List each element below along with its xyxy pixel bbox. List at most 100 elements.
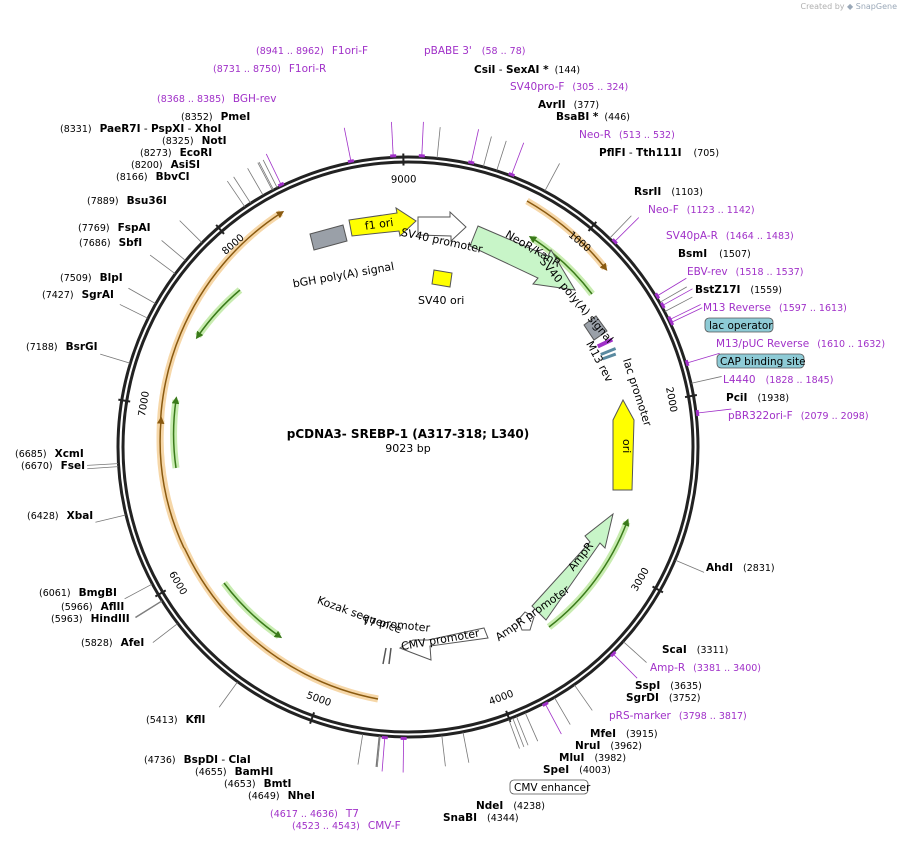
leader-site-34 xyxy=(162,240,186,260)
site-spei: SpeI(4003) xyxy=(543,764,611,776)
site-bspdi: (4736)BspDI - ClaI xyxy=(144,754,251,766)
brand-text: SnapGene xyxy=(856,2,897,11)
cmv-enhancer-label: CMV enhancer xyxy=(514,782,591,794)
primer-cmv-f: (4523 .. 4543)CMV-F xyxy=(292,820,401,832)
primer-neo-r: Neo-R(513 .. 532) xyxy=(579,129,675,141)
primer-t7: (4617 .. 4636)T7 xyxy=(270,808,359,820)
leader-site-33 xyxy=(150,255,175,274)
site-nhei: (4649)NheI xyxy=(248,790,315,802)
site-bsrgi: (7188)BsrGI xyxy=(26,341,98,353)
site-noti: (8325)NotI xyxy=(162,135,227,147)
label-bgh-polya: bGH poly(A) signal xyxy=(292,260,395,291)
label-kozak: Kozak sequence xyxy=(315,594,403,637)
primer-prs-marker: pRS-marker(3798 .. 3817) xyxy=(609,710,747,722)
leader-primer-8 xyxy=(662,289,693,306)
label-ori: ori xyxy=(620,439,633,453)
boxed-feature-labels: lac operator CAP binding site CMV enhanc… xyxy=(510,318,806,794)
site-sbfi: (7686)SbfI xyxy=(79,237,142,249)
tick-label-4000: 4000 xyxy=(488,689,516,708)
tick-label-1000: 1000 xyxy=(566,230,593,255)
leader-site-24 xyxy=(136,601,162,617)
site-sgrai: (7427)SgrAI xyxy=(42,289,114,301)
leader-site-26 xyxy=(125,584,152,599)
leader-site-4 xyxy=(610,216,632,238)
primer-amp-r: Amp-R(3381 .. 3400) xyxy=(650,662,761,674)
tick-label-6000: 6000 xyxy=(166,570,188,598)
leader-site-9 xyxy=(624,642,647,663)
site-bamhi: (4655)BamHI xyxy=(195,766,273,778)
leader-site-12 xyxy=(525,713,538,741)
site-bsu36i: (7889)Bsu36I xyxy=(87,195,167,207)
primer-f1ori-r: (8731 .. 8750)F1ori-R xyxy=(213,63,326,75)
site-bmgbi: (6061)BmgBI xyxy=(39,587,117,599)
site-asisi: (8200)AsiSI xyxy=(131,159,200,171)
leader-site-37 xyxy=(234,177,251,203)
leader-site-38 xyxy=(248,168,263,195)
site-bsabi: BsaBI *(446) xyxy=(556,111,630,123)
site-scai: ScaI(3311) xyxy=(662,644,728,656)
snapgene-logo-icon: ◆ xyxy=(847,2,853,11)
site-mfei: MfeI(3915) xyxy=(590,728,658,740)
site-ndei: NdeI(4238) xyxy=(476,800,545,812)
site-hindiii: (5963)HindIII xyxy=(51,613,130,625)
site-afei: (5828)AfeI xyxy=(81,637,144,649)
leader-site-29 xyxy=(87,464,118,466)
leader-site-16 xyxy=(463,732,469,762)
label-sv40-ori: SV40 ori xyxy=(418,294,464,307)
site-fspai: (7769)FspAI xyxy=(78,222,151,234)
created-by-text: Created by xyxy=(800,2,844,11)
site-ecori: (8273)EcoRI xyxy=(140,147,212,159)
leader-site-0 xyxy=(437,127,440,158)
primer-sv40pa-r: SV40pA-R(1464 .. 1483) xyxy=(666,230,794,242)
leader-site-35 xyxy=(180,221,202,243)
bgh-polya-box xyxy=(310,225,347,250)
leader-site-18 xyxy=(358,734,363,765)
leader-primer-7 xyxy=(656,278,686,296)
primer-mark-3 xyxy=(419,154,425,157)
site-paer7i: (8331)PaeR7I - PspXI - XhoI xyxy=(60,123,221,135)
tick-label-5000: 5000 xyxy=(305,690,333,709)
site-kfli: (5413)KflI xyxy=(146,714,205,726)
site-bsmi: BsmI(1507) xyxy=(678,248,751,260)
leader-site-32 xyxy=(128,288,155,303)
leader-site-15 xyxy=(509,719,520,748)
leader-site-10 xyxy=(575,685,593,710)
leader-primer-11 xyxy=(686,353,720,363)
tick-label-2000: 2000 xyxy=(663,386,678,413)
leader-site-31 xyxy=(120,304,148,318)
leader-primer-14 xyxy=(545,703,561,734)
t7-promoter-mark xyxy=(389,648,391,664)
site-xcmi: (6685)XcmI xyxy=(15,448,84,460)
leader-primer-10 xyxy=(671,308,703,323)
site-csii: CsiI - SexAI *(144) xyxy=(474,64,580,76)
leader-site-8 xyxy=(676,560,705,572)
leader-site-13 xyxy=(516,716,528,745)
leader-site-2 xyxy=(497,141,506,171)
leader-primer-16 xyxy=(403,737,404,772)
primer-m13-reverse: M13 Reverse(1597 .. 1613) xyxy=(703,302,847,314)
leader-primer-4 xyxy=(471,129,479,163)
site-blpi: (7509)BlpI xyxy=(60,272,123,284)
site-bbvci: (8166)BbvCI xyxy=(116,171,190,183)
leader-primer-0 xyxy=(391,122,393,157)
tick-label-3000: 3000 xyxy=(630,566,652,594)
leader-site-6 xyxy=(665,297,692,311)
site-sgrdi: SgrDI(3752) xyxy=(626,692,700,704)
lac-operator-label: lac operator xyxy=(709,320,773,332)
site-nrui: NruI(3962) xyxy=(575,740,642,752)
leader-primer-3 xyxy=(422,122,424,157)
leader-site-22 xyxy=(219,682,237,707)
cap-binding-site-label: CAP binding site xyxy=(720,356,806,368)
site-ahdi: AhdI(2831) xyxy=(706,562,775,574)
primer-ebv-rev: EBV-rev(1518 .. 1537) xyxy=(687,266,804,278)
site-aflii: (5966)AflII xyxy=(61,601,124,613)
kozak-mark xyxy=(383,648,386,664)
site-pcii: PciI(1938) xyxy=(726,392,789,404)
feature-arc-green-2 xyxy=(198,290,240,336)
site-bstz17i: BstZ17I(1559) xyxy=(695,284,782,296)
leader-primer-12 xyxy=(697,409,732,413)
site-xbai: (6428)XbaI xyxy=(27,510,93,522)
primer-neo-f: Neo-F(1123 .. 1142) xyxy=(648,204,755,216)
primer-l4440: L4440(1828 .. 1845) xyxy=(723,374,833,386)
